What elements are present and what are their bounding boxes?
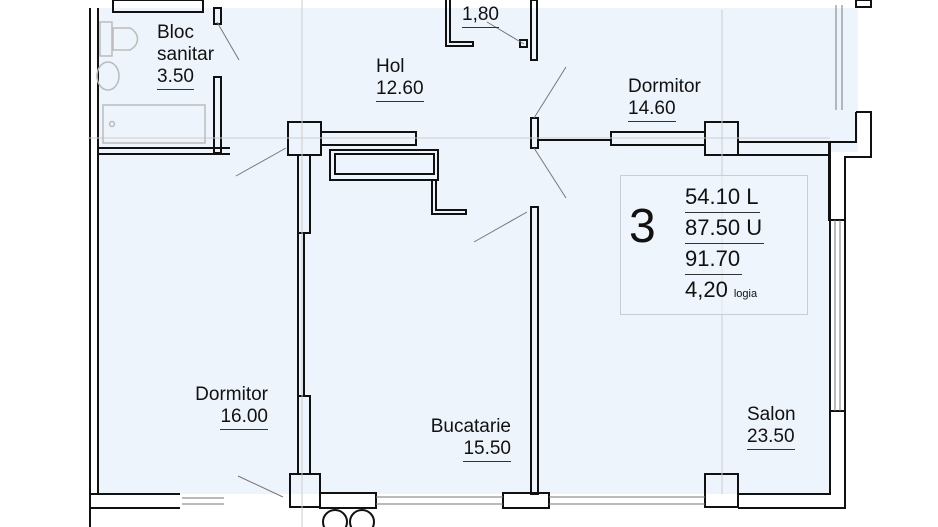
room-name: Bloc <box>157 22 194 43</box>
room-area: 3.50 <box>157 66 194 90</box>
bathroom-top-fixture <box>112 0 204 13</box>
room-area: 15.50 <box>463 438 511 462</box>
stove-icon <box>322 509 375 527</box>
living-suffix: L <box>746 184 759 209</box>
room-area: 23.50 <box>747 426 795 450</box>
total-area: 91.70 <box>685 244 743 275</box>
room-area: 1,80 <box>462 4 499 28</box>
room-label-dormitor-2: Dormitor 16.00 <box>170 384 268 430</box>
loggia-label: logia <box>733 288 758 300</box>
bathroom-fixtures <box>96 21 206 144</box>
room-name: Hol <box>376 56 405 77</box>
rooms-count: 3 <box>629 200 656 253</box>
bathtub-icon <box>102 104 206 144</box>
loggia-area: 4,20 <box>685 277 728 302</box>
room-label-dormitor-1: Dormitor 14.60 <box>628 76 701 122</box>
room-name: Bucatarie <box>430 416 511 437</box>
room-name: Salon <box>747 404 796 425</box>
room-name: Dormitor <box>195 384 268 405</box>
room-label-hol: Hol 12.60 <box>376 56 424 102</box>
room-area: 12.60 <box>376 78 424 102</box>
sink-icon <box>96 61 120 91</box>
usable-suffix: U <box>746 215 763 240</box>
living-area: 54.10 <box>685 184 741 209</box>
usable-area: 87.50 <box>685 215 741 240</box>
room-name: sanitar <box>157 44 215 65</box>
room-label-salon: Salon 23.50 <box>747 404 796 450</box>
room-label-wc: 1,80 <box>462 4 499 28</box>
room-area: 16.00 <box>220 406 268 430</box>
toilet-icon <box>99 21 113 57</box>
apartment-summary-box: 3 54.10 L 87.50 U 91.70 4,20 logia <box>620 175 808 315</box>
room-label-bucatarie: Bucatarie 15.50 <box>405 416 511 462</box>
room-label-bloc-sanitar: Bloc sanitar 3.50 <box>157 22 214 90</box>
room-name: Dormitor <box>628 76 701 97</box>
ventilation-shaft <box>329 149 439 181</box>
room-area: 14.60 <box>628 98 676 122</box>
